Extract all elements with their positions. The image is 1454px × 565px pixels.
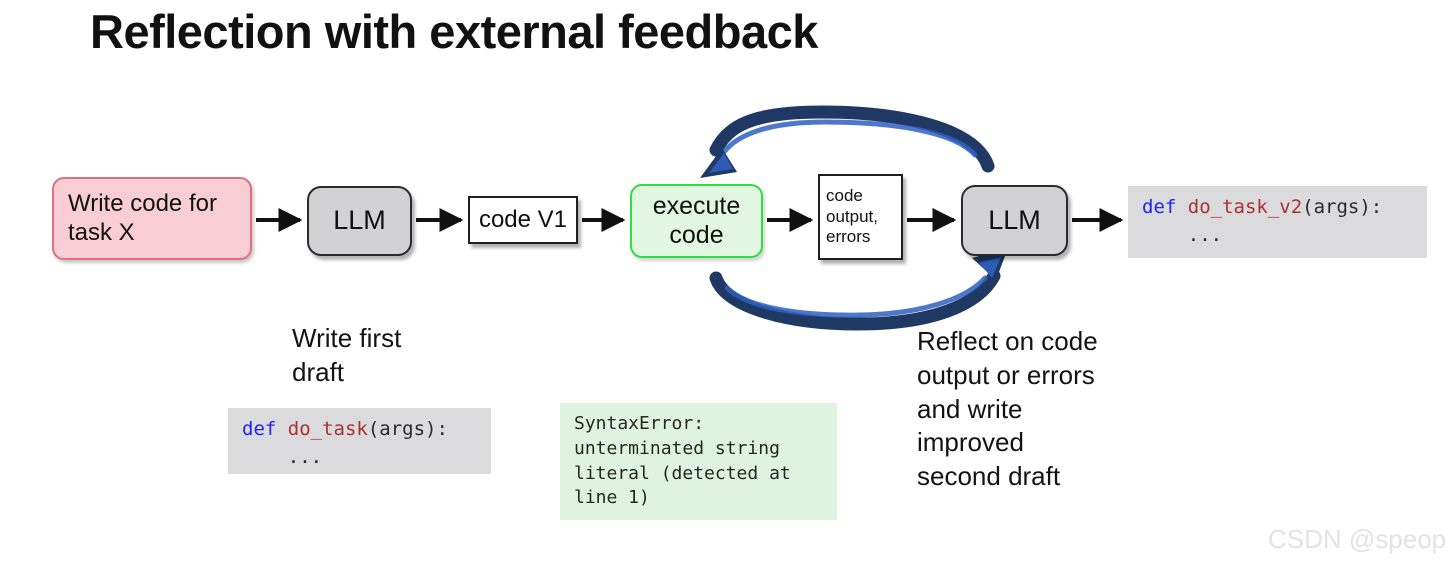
page-title: Reflection with external feedback	[90, 5, 818, 58]
code-body: ...	[1142, 223, 1223, 246]
node-write-code-task[interactable]: Write code for task X	[52, 177, 252, 260]
code-block-second-draft: def do_task_v2(args): ...	[1128, 186, 1427, 258]
code-signature: (args):	[1302, 196, 1383, 218]
error-message-block: SyntaxError: unterminated string literal…	[560, 403, 837, 520]
code-keyword: def	[242, 418, 277, 440]
caption-reflect-and-rewrite: Reflect on code output or errors and wri…	[917, 326, 1098, 492]
node-llm-first[interactable]: LLM	[307, 186, 412, 256]
code-signature: (args):	[367, 418, 448, 440]
code-block-first-draft: def do_task(args): ...	[228, 408, 491, 474]
node-execute-code[interactable]: execute code	[630, 184, 763, 258]
code-function-name: do_task	[276, 418, 368, 440]
code-body: ...	[242, 445, 323, 468]
node-code-output-errors[interactable]: code output, errors	[818, 174, 903, 260]
watermark: CSDN @speop	[1268, 524, 1447, 554]
code-keyword: def	[1142, 196, 1177, 218]
feedback-arc-top	[700, 105, 995, 178]
caption-write-first-draft: Write first draft	[292, 323, 402, 387]
code-function-name: do_task_v2	[1176, 196, 1303, 218]
node-code-v1[interactable]: code V1	[468, 196, 578, 244]
node-llm-second[interactable]: LLM	[961, 185, 1068, 256]
